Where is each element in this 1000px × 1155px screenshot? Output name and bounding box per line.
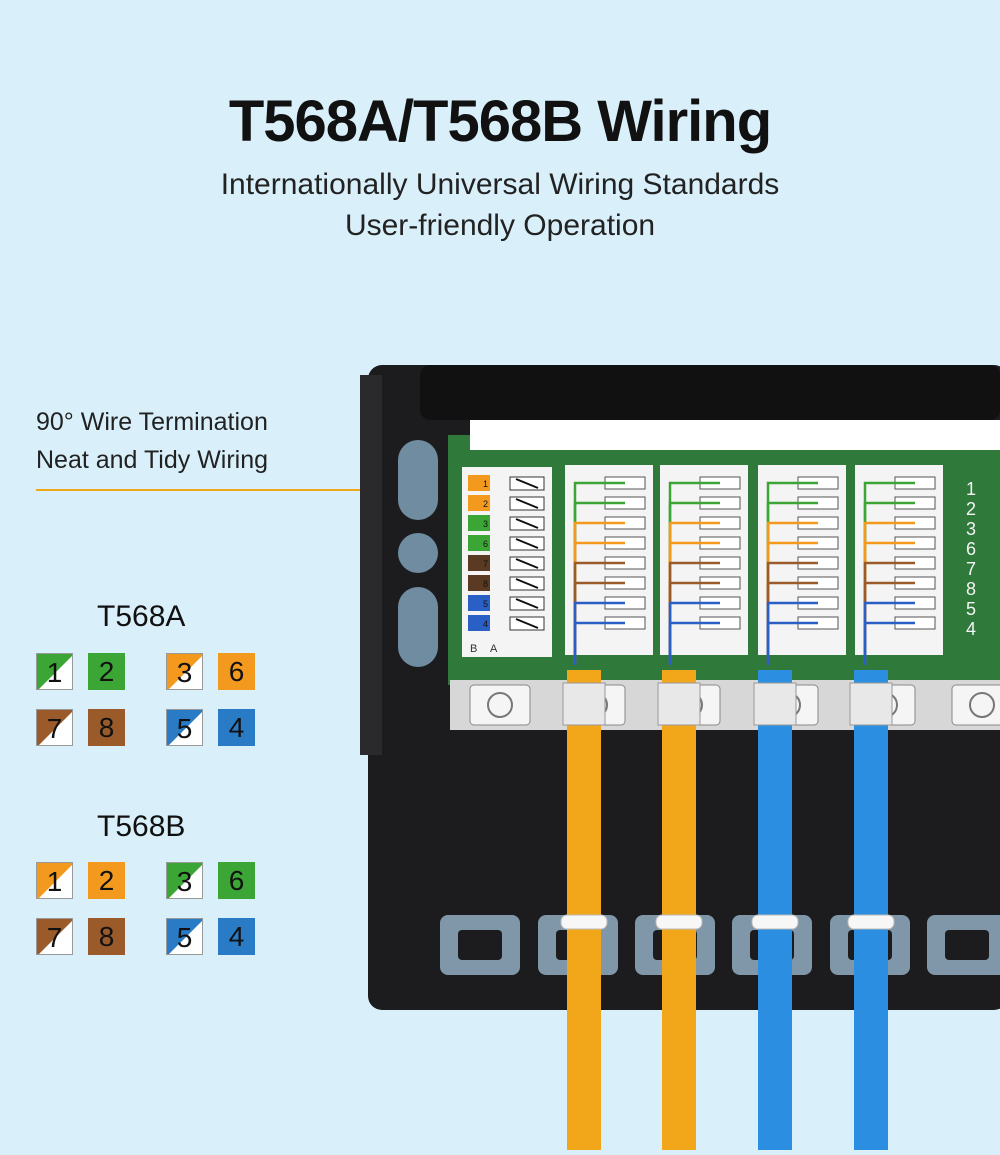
legend-number: 6 — [483, 539, 488, 549]
legend-square — [468, 595, 490, 611]
legend-square — [468, 515, 490, 531]
wire-number: 1 — [46, 657, 63, 688]
t568b-label: T568B — [97, 810, 186, 843]
wire-number: 3 — [176, 866, 193, 897]
port-number: 4 — [966, 619, 976, 639]
wire-number: 7 — [46, 922, 63, 953]
wire-number: 4 — [228, 921, 245, 952]
wire-number: 1 — [46, 866, 63, 897]
wire-number: 2 — [98, 656, 115, 687]
wire-chip-5: 5 — [166, 918, 203, 955]
legend-number: 7 — [483, 559, 488, 569]
port-number: 7 — [966, 559, 976, 579]
wire-chip-3: 3 — [166, 862, 203, 899]
svg-text:B: B — [470, 643, 477, 655]
page-title: T568A/T568B Wiring — [228, 89, 772, 154]
wire-number: 8 — [98, 712, 115, 743]
subtitle-line-2: User-friendly Operation — [344, 209, 656, 242]
feature-wire-termination: 90° Wire Termination — [36, 408, 268, 436]
callout-line — [36, 489, 384, 491]
legend-number: 3 — [483, 519, 488, 529]
wire-number: 5 — [176, 922, 193, 953]
t568a-label: T568A — [97, 600, 186, 633]
wire-chip-3: 3 — [166, 653, 203, 690]
legend-number: 2 — [483, 499, 488, 509]
wire-number: 6 — [228, 656, 245, 687]
network-cable — [567, 670, 601, 1150]
legend-number: 1 — [483, 479, 488, 489]
network-cable — [854, 670, 888, 1150]
legend-number: 8 — [483, 579, 488, 589]
port-number: 1 — [966, 479, 976, 499]
wire-chip-1: 1 — [36, 862, 73, 899]
port-number: 5 — [966, 599, 976, 619]
wire-number: 2 — [98, 865, 115, 896]
network-cable — [662, 670, 696, 1150]
wire-chip-2: 2 — [88, 862, 125, 899]
svg-text:A: A — [490, 643, 498, 655]
wire-number: 8 — [98, 921, 115, 952]
port-number: 2 — [966, 499, 976, 519]
wire-chip-8: 8 — [88, 918, 125, 955]
legend-square — [468, 555, 490, 571]
wire-chip-5: 5 — [166, 709, 203, 746]
wire-chip-2: 2 — [88, 653, 125, 690]
wire-chip-1: 1 — [36, 653, 73, 690]
legend-number: 4 — [483, 619, 488, 629]
wire-number: 6 — [228, 865, 245, 896]
wire-number: 5 — [176, 713, 193, 744]
legend-square — [468, 495, 490, 511]
port-number: 3 — [966, 519, 976, 539]
port-number: 6 — [966, 539, 976, 559]
legend-square — [468, 615, 490, 631]
network-cable — [758, 670, 792, 1150]
wire-number: 3 — [176, 657, 193, 688]
wire-chip-4: 4 — [218, 709, 255, 746]
wire-chip-7: 7 — [36, 709, 73, 746]
wire-chip-7: 7 — [36, 918, 73, 955]
wire-number: 4 — [228, 712, 245, 743]
wire-chip-4: 4 — [218, 918, 255, 955]
wire-chip-8: 8 — [88, 709, 125, 746]
legend-square — [468, 535, 490, 551]
feature-tidy-wiring: Neat and Tidy Wiring — [36, 446, 269, 474]
wire-chip-6: 6 — [218, 653, 255, 690]
legend-square — [468, 475, 490, 491]
subtitle-line-1: Internationally Universal Wiring Standar… — [220, 168, 780, 201]
legend-number: 5 — [483, 599, 488, 609]
wire-chip-6: 6 — [218, 862, 255, 899]
port-number: 8 — [966, 579, 976, 599]
legend-square — [468, 575, 490, 591]
wire-number: 7 — [46, 713, 63, 744]
